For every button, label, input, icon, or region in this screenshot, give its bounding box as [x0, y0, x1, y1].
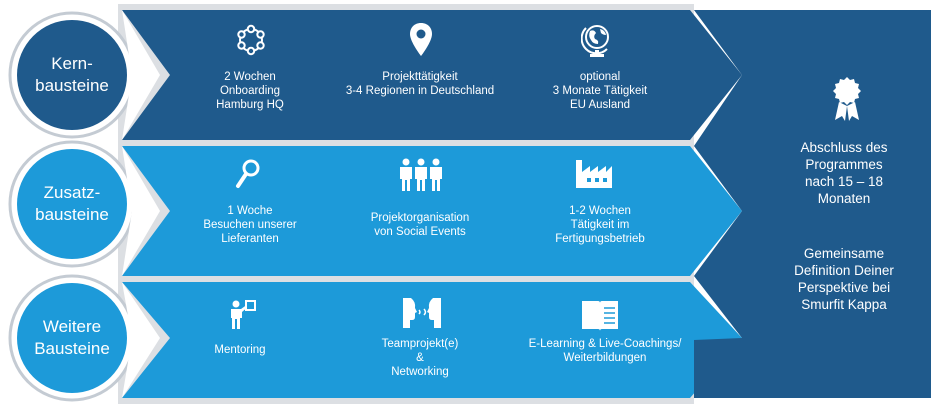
item-label-line: Fertigungsbetrieb: [555, 233, 645, 245]
summary-line: Perspektive bei: [797, 280, 891, 295]
network-circle-icon: [237, 24, 265, 56]
item-label-line: von Social Events: [374, 226, 466, 238]
item-label-social-events: Projektorganisation von Social Events: [340, 211, 500, 239]
summary-perspective-text: Gemeinsame Definition Deiner Perspektive…: [760, 245, 928, 313]
item-label-lieferanten: 1 Woche Besuchen unserer Lieferanten: [180, 204, 320, 246]
item-label-line: 3 Monate Tätigkeit: [552, 85, 648, 97]
item-label-elearning: E-Learning & Live-Coachings/ Weiterbildu…: [515, 337, 695, 365]
magnifier-icon: [236, 159, 260, 188]
item-label-line: Lieferanten: [221, 233, 279, 245]
item-label-line: &: [416, 352, 424, 364]
open-book-icon: [582, 301, 618, 331]
map-pin-icon: [410, 23, 432, 56]
circle-weitere: [17, 283, 127, 393]
item-label-line: Hamburg HQ: [216, 99, 284, 111]
globe-icon: [581, 25, 609, 57]
circle-label-line: Bausteine: [34, 339, 110, 358]
circle-label-weitere: Weitere Bausteine: [17, 316, 127, 360]
summary-line: Definition Deiner: [794, 263, 894, 278]
item-label-line: Weiterbildungen: [563, 352, 647, 364]
item-label-line: Projektorganisation: [370, 212, 470, 224]
item-label-line: E-Learning & Live-Coachings/: [528, 338, 682, 350]
two-heads-talking-icon: [403, 298, 441, 328]
item-label-line: 1-2 Wochen: [569, 205, 631, 217]
item-label-line: 3-4 Regionen in Deutschland: [345, 85, 495, 97]
circle-label-kern: Kern- bausteine: [17, 53, 127, 97]
mentor-board-icon: [231, 300, 256, 329]
summary-completion-text: Abschluss des Programmes nach 15 – 18 Mo…: [760, 139, 928, 207]
summary-line: Smurfit Kappa: [801, 297, 887, 312]
item-label-line: Networking: [391, 366, 449, 378]
summary-line: Abschluss des: [800, 140, 888, 155]
summary-line: Gemeinsame: [803, 246, 885, 261]
circle-kern: [17, 20, 127, 130]
connector-weitere: [122, 282, 160, 398]
summary-line: Monaten: [817, 191, 871, 206]
factory-icon: [576, 160, 612, 188]
circle-label-line: Zusatz-: [43, 183, 101, 202]
connector-kern: [122, 10, 160, 140]
circle-label-line: Weitere: [42, 317, 102, 336]
item-label-line: 2 Wochen: [224, 71, 276, 83]
item-label-projekt: Projekttätigkeit 3-4 Regionen in Deutsch…: [330, 70, 510, 98]
circle-zusatz: [17, 149, 127, 259]
item-label-line: 1 Woche: [227, 205, 273, 217]
connector-zusatz: [122, 146, 160, 276]
people-group-icon: [400, 158, 442, 191]
item-label-line: Tätigkeit im: [570, 219, 630, 231]
circle-label-line: bausteine: [35, 76, 109, 95]
item-label-line: Teamprojekt(e): [381, 338, 459, 350]
item-label-mentoring: Mentoring: [180, 343, 300, 357]
summary-line: nach 15 – 18: [804, 174, 884, 189]
circle-label-line: Kern-: [51, 54, 93, 73]
item-label-line: optional: [579, 71, 621, 83]
item-label-line: Mentoring: [214, 344, 266, 356]
item-label-line: Projekttätigkeit: [382, 71, 458, 83]
award-badge-icon: [833, 77, 861, 121]
item-label-fertigung: 1-2 Wochen Tätigkeit im Fertigungsbetrie…: [525, 204, 675, 246]
item-label-onboarding: 2 Wochen Onboarding Hamburg HQ: [180, 70, 320, 112]
summary-line: Programmes: [805, 157, 883, 172]
summary-panel: [694, 10, 931, 398]
item-label-networking: Teamprojekt(e) & Networking: [350, 337, 490, 379]
circle-label-line: bausteine: [35, 205, 109, 224]
item-label-line: Onboarding: [219, 85, 281, 97]
item-label-line: EU Ausland: [569, 99, 631, 111]
item-label-eu-ausland: optional 3 Monate Tätigkeit EU Ausland: [525, 70, 675, 112]
item-label-line: Besuchen unserer: [203, 219, 297, 231]
circle-label-zusatz: Zusatz- bausteine: [17, 182, 127, 226]
